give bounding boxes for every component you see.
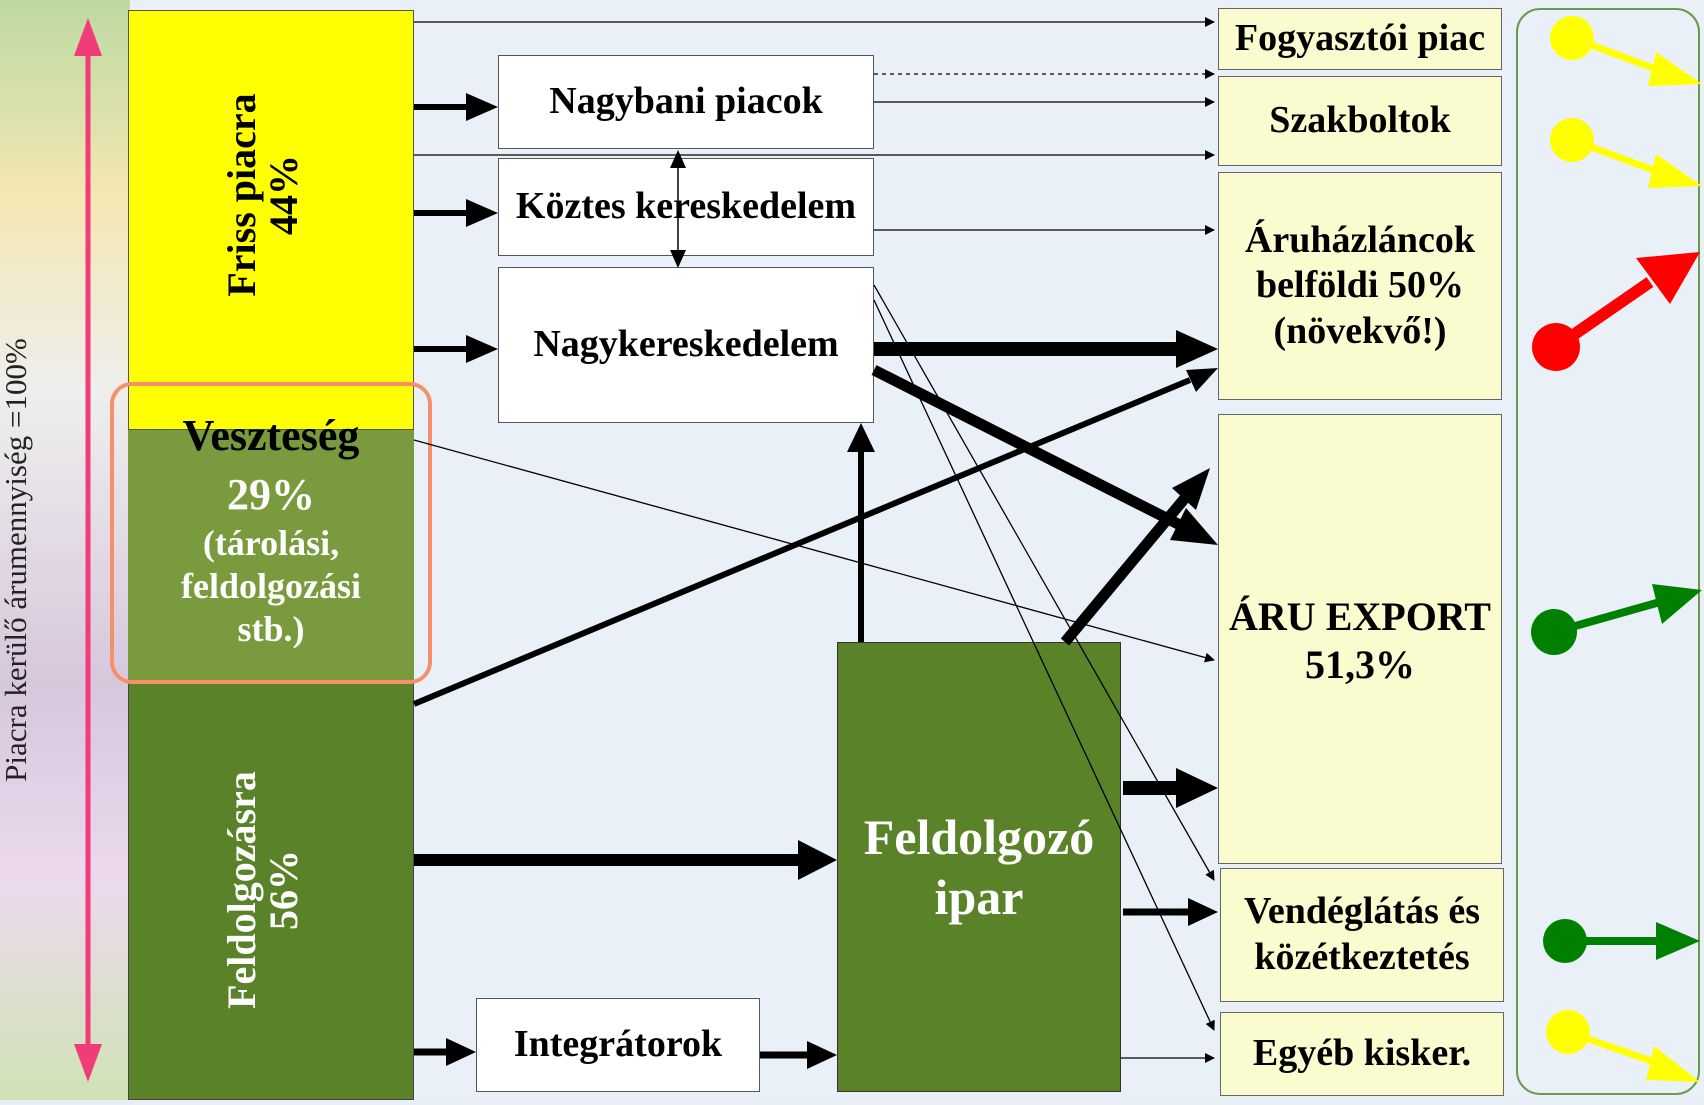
trend-specialty-stores-icon: [1550, 118, 1702, 188]
catering-line2: közétkeztetés: [1254, 936, 1470, 978]
catering-line1: Vendéglátás és: [1243, 890, 1481, 933]
loss-note-line2: feldolgozási: [181, 565, 361, 606]
processing-industry-line1: Feldolgozó: [863, 809, 1095, 865]
loss-segment: [128, 430, 414, 680]
chains-line1: Áruházláncok: [1244, 218, 1476, 261]
trend-export-icon: [1531, 584, 1702, 655]
loss-title: Veszteség: [182, 411, 360, 460]
export-box: ÁRU EXPORT 51,3%: [1218, 414, 1502, 864]
flow-wholesale-to-catering: [873, 284, 1215, 881]
loss-note-line3: stb.): [237, 608, 305, 649]
export-line1: ÁRU EXPORT: [1229, 594, 1491, 639]
trend-catering-icon: [1543, 919, 1700, 963]
chains-line3: (növekvő!): [1273, 309, 1447, 352]
trend-panel: [1516, 8, 1700, 1095]
processing-industry-box: Feldolgozó ipar: [837, 642, 1121, 1092]
flow-processing-up-to-export: [1060, 488, 1195, 646]
trend-consumer-market-icon: [1550, 16, 1702, 86]
flow-loss-to-export: [413, 439, 1215, 663]
chains-line2: belföldi 50%: [1256, 264, 1464, 307]
wholesale-box: Nagykereskedelem: [498, 267, 874, 423]
export-line2: 51,3%: [1305, 642, 1415, 687]
consumer-market-box: Fogyasztói piac: [1218, 8, 1502, 70]
loss-percent: 29%: [227, 469, 315, 519]
fresh-market-segment: [128, 10, 414, 430]
other-retail-box: Egyéb kisker.: [1220, 1012, 1504, 1096]
catering-box: Vendéglátás és közétkeztetés: [1220, 868, 1504, 1002]
chains-box: Áruházláncok belföldi 50% (növekvő!): [1218, 172, 1502, 400]
flow-processing-segment-to-chains: [412, 377, 1192, 707]
intermediate-trade-box: Köztes kereskedelem: [498, 158, 874, 256]
processing-segment: [128, 680, 414, 1100]
left-background-image: [0, 0, 130, 1100]
specialty-stores-box: Szakboltok: [1218, 76, 1502, 166]
trend-other-retail-icon: [1546, 1010, 1700, 1082]
trend-chains-icon: [1532, 252, 1700, 371]
loss-label: Veszteség 29% (tárolási, feldolgozási st…: [128, 404, 414, 670]
wholesale-markets-box: Nagybani piacok: [498, 55, 874, 149]
integrators-box: Integrátorok: [476, 998, 760, 1092]
axis-arrow-graphic: [74, 18, 102, 1082]
processing-industry-line2: ipar: [934, 869, 1024, 925]
loss-note-line1: (tárolási,: [202, 522, 340, 563]
loss-frame: [110, 382, 432, 684]
flow-wholesale-to-other: [873, 299, 1215, 1031]
